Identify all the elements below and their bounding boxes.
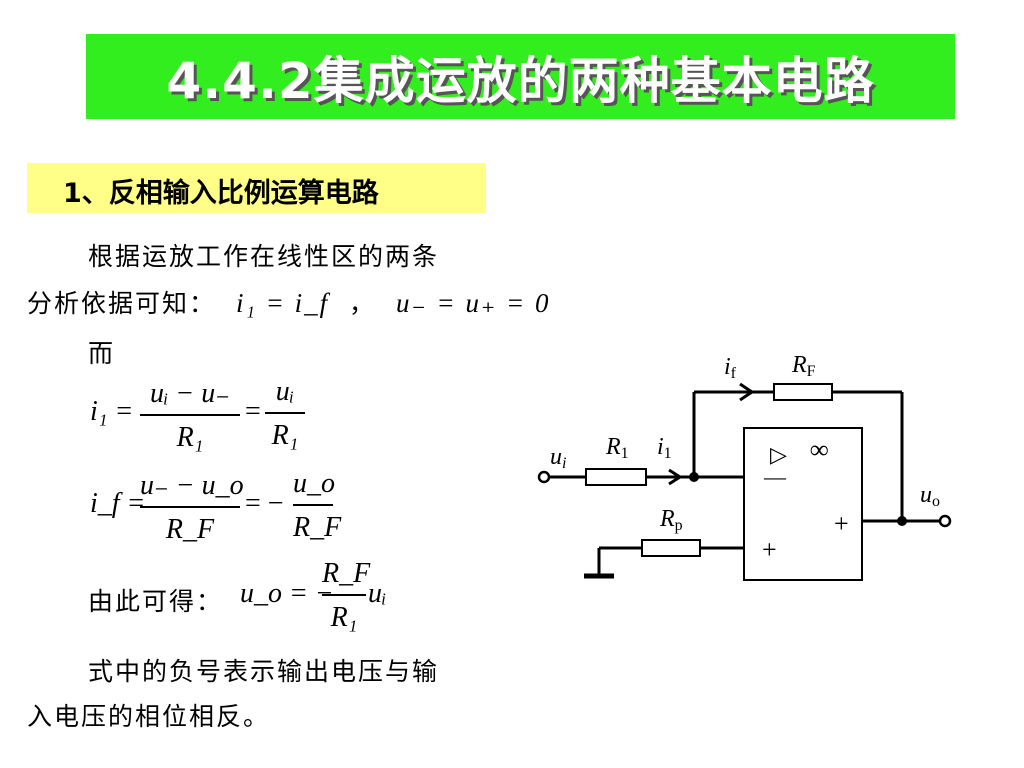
er-text: 而 bbox=[88, 339, 116, 368]
equation-u-zero: u₋ = u₊ = 0 bbox=[396, 288, 551, 318]
resistor-r1 bbox=[585, 468, 647, 486]
label-r-f: RF bbox=[791, 352, 816, 380]
eq2-fraction-1: u₋ − u_o R_F bbox=[140, 468, 244, 546]
equation-1: i₁ = bbox=[90, 396, 133, 428]
eq1-fraction-1: uᵢ − u₋ R₁ bbox=[140, 376, 240, 454]
output-terminal bbox=[938, 514, 952, 528]
eq2-equals: = − bbox=[245, 488, 284, 519]
junction-dot-output bbox=[897, 516, 907, 526]
opamp-box bbox=[743, 427, 863, 581]
inverting-input-sign: — bbox=[763, 464, 787, 489]
inverting-amplifier-circuit: if RF ui R1 i1 Rp uo ▷ ∞ — + + bbox=[537, 352, 952, 581]
eq2-num2: u_o bbox=[293, 468, 335, 499]
output-plus-sign: + bbox=[834, 509, 849, 538]
opamp-triangle-icon: ▷ bbox=[770, 442, 787, 467]
input-terminal bbox=[537, 470, 551, 484]
fraction-bar bbox=[293, 504, 333, 506]
slide-title: 4.4.2集成运放的两种基本电路 bbox=[166, 51, 875, 110]
eq1-num2: uᵢ bbox=[275, 376, 295, 407]
intro-line-2-prefix: 分析依据可知： bbox=[27, 289, 217, 318]
fraction-bar bbox=[322, 594, 366, 596]
eq1-num1: uᵢ − u₋ bbox=[149, 378, 231, 409]
section-heading: 1、反相输入比例运算电路 bbox=[63, 178, 379, 209]
arrow-i1 bbox=[658, 468, 683, 486]
eq2-den2: R_F bbox=[293, 512, 342, 543]
resistor-rf bbox=[773, 383, 833, 401]
result-lhs: u_o = − bbox=[240, 578, 334, 610]
eq1-fraction-2: uᵢ R₁ bbox=[265, 376, 305, 452]
noninverting-input-sign: + bbox=[762, 535, 777, 564]
label-u-i: ui bbox=[550, 444, 566, 472]
result-num: R_F bbox=[322, 558, 371, 589]
label-r-1: R1 bbox=[605, 434, 629, 462]
result-den: R₁ bbox=[330, 602, 358, 633]
junction-dot-input bbox=[689, 472, 699, 482]
eq1-den2: R₁ bbox=[271, 420, 299, 451]
fraction-bar bbox=[265, 412, 305, 414]
eq1-den1: R₁ bbox=[176, 422, 204, 453]
title-banner: 4.4.2集成运放的两种基本电路 bbox=[86, 34, 955, 119]
eq1-lhs: i₁ = bbox=[90, 396, 134, 427]
equation-i1-if: i₁ = i_f bbox=[235, 288, 330, 318]
label-r-p: Rp bbox=[659, 506, 683, 534]
conclusion-line-2: 入电压的相位相反。 bbox=[27, 702, 271, 731]
result-lhs-text: u_o = − bbox=[240, 578, 334, 609]
result-tail: uᵢ bbox=[368, 578, 387, 609]
eq1-equals: = bbox=[245, 396, 261, 427]
label-i-1: i1 bbox=[657, 434, 672, 462]
resistor-rp bbox=[641, 539, 701, 557]
intro-line-2: 分析依据可知： i₁ = i_f ， u₋ = u₊ = 0 bbox=[27, 284, 550, 320]
conclusion-line-1: 式中的负号表示输出电压与输 bbox=[88, 657, 440, 686]
intro-comma: ， bbox=[349, 289, 377, 318]
intro-line-1: 根据运放工作在线性区的两条 bbox=[88, 242, 440, 271]
fraction-bar bbox=[140, 414, 240, 416]
label-u-o: uo bbox=[920, 482, 940, 510]
eq2-lhs: i_f = bbox=[90, 488, 146, 519]
arrow-if bbox=[726, 382, 755, 402]
eq2-num1: u₋ − u_o bbox=[140, 470, 244, 501]
section-heading-box: 1、反相输入比例运算电路 bbox=[27, 163, 486, 213]
label-i-f: if bbox=[724, 354, 737, 382]
eq2-fraction-2: u_o R_F bbox=[293, 468, 342, 544]
fraction-bar bbox=[140, 506, 240, 508]
result-label: 由此可得： bbox=[88, 587, 224, 616]
result-fraction: R_F R₁ bbox=[322, 558, 371, 634]
infinity-symbol: ∞ bbox=[810, 435, 829, 464]
eq2-den1: R_F bbox=[165, 514, 215, 545]
equation-2: i_f = bbox=[90, 488, 145, 520]
